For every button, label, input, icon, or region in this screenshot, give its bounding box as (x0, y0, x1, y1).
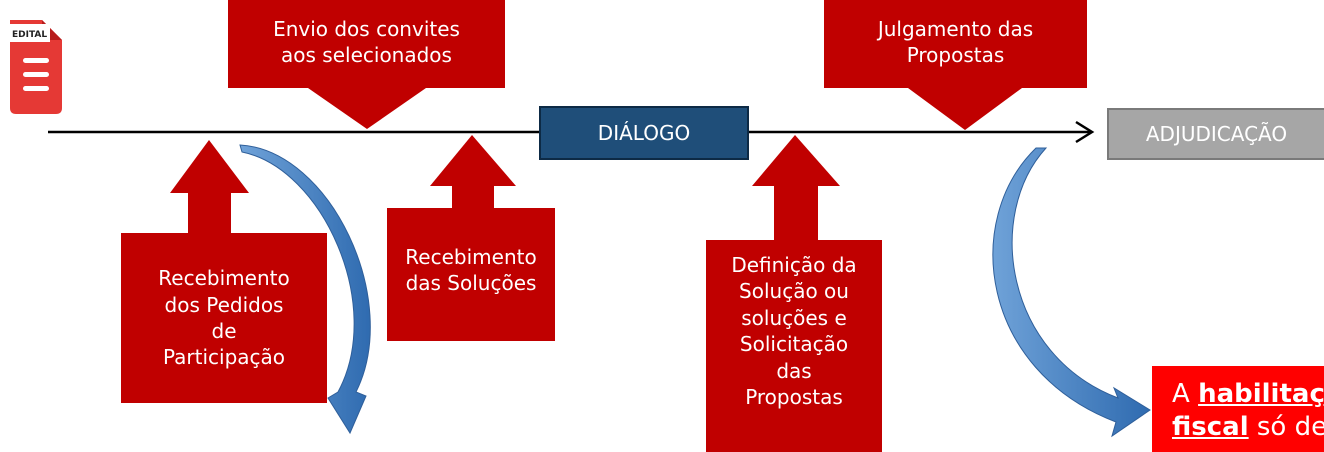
document-icon-label: EDITAL (12, 30, 47, 40)
callout-solucoes-line2: das Soluções (405, 271, 537, 296)
callout-pedidos-line4: Participação (162, 345, 286, 370)
note-bold1: habilitaç (1198, 379, 1324, 409)
callout-definicao-shape (706, 135, 882, 452)
callout-solucoes-line1: Recebimento (405, 245, 537, 269)
note-line2: fiscal só de (1172, 411, 1324, 444)
callout-julgamento-line2: Propostas (906, 43, 1005, 67)
curved-arrow-right (992, 147, 1151, 438)
callout-definicao-line6: Propostas (745, 384, 843, 409)
callout-definicao-solucao: Definição da Solução ou soluções e Solic… (706, 240, 882, 452)
stage-dialogo-label: DIÁLOGO (597, 121, 691, 145)
callout-solucoes-shape (387, 135, 555, 341)
callout-definicao-line5: das (776, 358, 812, 383)
callout-envio-line2: aos selecionados (281, 43, 452, 67)
note-prefix: A (1172, 379, 1199, 409)
timeline-arrowhead (1075, 120, 1095, 144)
callout-pedidos-shape (121, 140, 327, 403)
callout-definicao-line3: soluções e (741, 305, 847, 330)
callout-definicao-line1: Definição da (731, 253, 857, 277)
callout-envio-line1: Envio dos convites (273, 16, 460, 41)
callout-julgamento-shape (824, 0, 1087, 130)
callout-envio: Envio dos convites aos selecionados (228, 2, 505, 82)
callout-recebimento-solucoes: Recebimento das Soluções (387, 208, 555, 341)
stage-adjudicacao-label: ADJUDICAÇÃO (1145, 122, 1288, 146)
callout-julgamento: Julgamento das Propostas (824, 2, 1087, 82)
callout-envio-shape (228, 0, 505, 129)
note-bold2: fiscal (1172, 411, 1249, 442)
callout-pedidos-line3: de (211, 319, 237, 343)
habilitacao-note: A habilitaç fiscal só de (1152, 366, 1324, 452)
stage-adjudicacao: ADJUDICAÇÃO (1107, 108, 1324, 160)
stage-dialogo: DIÁLOGO (539, 106, 749, 160)
callout-definicao-line4: Solicitação (739, 332, 849, 357)
callout-pedidos-line2: dos Pedidos (164, 292, 284, 317)
callout-recebimento-pedidos: Recebimento dos Pedidos de Participação (121, 233, 327, 403)
callout-pedidos-line1: Recebimento (158, 266, 290, 291)
note-line1: A habilitaç (1172, 378, 1324, 411)
callout-julgamento-line1: Julgamento das (877, 16, 1034, 41)
document-icon: EDITAL (10, 20, 62, 114)
curved-arrow-left (239, 144, 371, 435)
note-tail: só de (1248, 411, 1324, 442)
callout-definicao-line2: Solução ou (739, 279, 849, 304)
